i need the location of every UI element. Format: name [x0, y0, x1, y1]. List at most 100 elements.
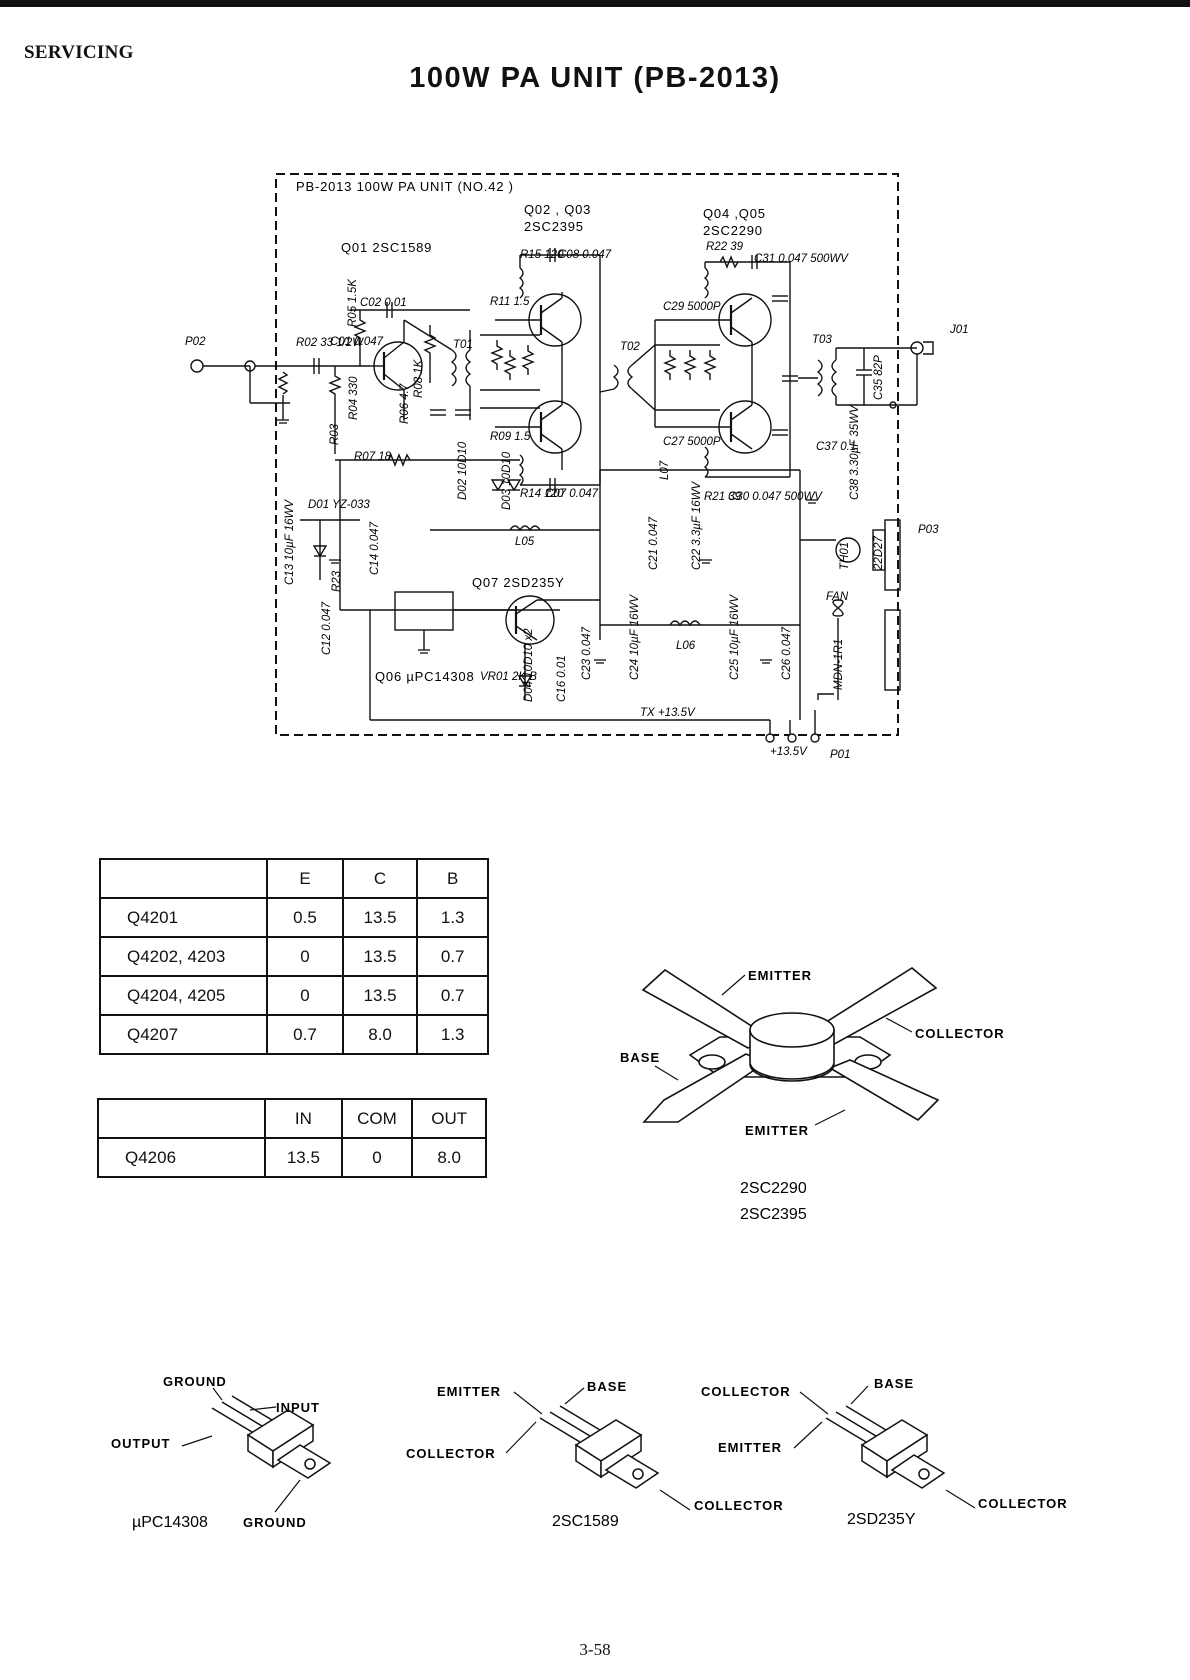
mdn-label: MDN-1R1	[833, 639, 845, 690]
base-label: BASE	[620, 1050, 660, 1065]
table-cell: 0	[266, 975, 344, 1016]
table-cell: 0	[340, 1137, 414, 1178]
c31-label: C31 0.047 500WV	[754, 253, 849, 265]
q02-label: Q02 , Q03	[524, 202, 591, 217]
upc-output-label: OUTPUT	[111, 1436, 170, 1451]
table-header-cell: OUT	[411, 1098, 487, 1139]
q07-label: Q07 2SD235Y	[472, 575, 565, 590]
r04-label: R04 330	[348, 376, 360, 420]
c25-label: C25 10µF 16WV	[729, 594, 741, 680]
table-cell: 13.5	[341, 897, 419, 938]
page-title: 100W PA UNIT (PB-2013)	[409, 62, 781, 94]
c02-label: C02 0.01	[360, 297, 407, 309]
r03-label: R03	[329, 423, 341, 445]
table-header-cell: IN	[264, 1098, 343, 1139]
table-header-cell: C	[341, 858, 419, 899]
d01-label: D01 YZ-033	[308, 499, 370, 511]
table-cell: 13.5	[264, 1137, 343, 1178]
r07-label: R07 18	[354, 451, 392, 463]
upc-ground-tab-label: GROUND	[243, 1515, 307, 1530]
table-row: Q4201 0.5 13.5 1.3	[98, 897, 489, 938]
c37-label: C37 0.1	[816, 441, 856, 453]
c12-label: C12 0.047	[321, 601, 333, 655]
q04-label: Q04 ,Q05	[703, 206, 766, 221]
2sd235y-base-label: BASE	[874, 1376, 914, 1391]
table-row: Q4202, 4203 0 13.5 0.7	[98, 936, 489, 977]
supply-label: +13.5V	[770, 746, 808, 758]
c30-label: C30 0.047 500WV	[728, 491, 823, 503]
p03-label: P03	[918, 524, 939, 536]
r02-label: R02 33 1/2W	[296, 337, 364, 349]
t02-label: T02	[620, 341, 640, 353]
r08-label: R08 1K	[413, 358, 425, 398]
r21-label: R21 39	[704, 491, 742, 503]
upc14308-package-drawing	[211, 1395, 332, 1479]
d04-label: D04 10D10 x2	[523, 628, 535, 702]
c07-label: C07 0.047	[545, 488, 599, 500]
c21-label: C21 0.047	[648, 516, 660, 570]
c29-label: C29 5000P	[663, 301, 721, 313]
regulator-voltage-table: IN COM OUT Q4206 13.5 0 8.0	[96, 1098, 487, 1178]
part-number-upc14308: µPC14308	[132, 1514, 208, 1531]
table-header-row: IN COM OUT	[96, 1098, 487, 1139]
c27-label: C27 5000P	[663, 436, 721, 448]
2sc1589-base-label: BASE	[587, 1379, 627, 1394]
2sc1589-collector-tab-label: COLLECTOR	[694, 1498, 784, 1513]
table-cell: 0.7	[416, 975, 489, 1016]
table-cell: 1.3	[416, 1014, 489, 1055]
c14-label: C14 0.047	[369, 521, 381, 575]
r09-label: R09 1.5	[490, 431, 531, 443]
r14-label: R14 120	[520, 488, 564, 500]
table-cell: Q4207	[98, 1014, 269, 1055]
r22-label: R22 39	[706, 241, 744, 253]
j01-label: J01	[949, 324, 969, 336]
r05-label: R05 1.5K	[347, 278, 359, 327]
table-cell: Q4204, 4205	[98, 975, 269, 1016]
c16-label: C16 0.01	[556, 655, 568, 702]
unit-label: PB-2013 100W PA UNIT (NO.42 )	[296, 179, 514, 194]
c01-label: C01 0.047	[330, 336, 384, 348]
2sc1589-emitter-label: EMITTER	[437, 1384, 501, 1399]
c38-label: C38 3.30µF 35WV	[849, 404, 861, 500]
l06-label: L06	[676, 640, 696, 652]
table-cell: 13.5	[341, 975, 419, 1016]
2sd235y-package-drawing	[825, 1405, 946, 1489]
c24-label: C24 10µF 16WV	[629, 594, 641, 680]
tx-label: TX +13.5V	[640, 707, 696, 719]
2sc1589-package-drawing	[539, 1405, 660, 1489]
emitter-bottom-label: EMITTER	[745, 1123, 809, 1138]
table-header-cell	[96, 1098, 267, 1139]
part-number-2sc2395: 2SC2395	[740, 1206, 807, 1223]
th01-type: 22D27	[873, 536, 885, 571]
table-cell: 0.5	[266, 897, 344, 938]
r11-label: R11 1.5	[490, 296, 530, 308]
c13-label: C13 10µF 16WV	[284, 499, 296, 585]
table-header-cell: E	[266, 858, 344, 899]
table-header-cell: COM	[340, 1098, 414, 1139]
l05-label: L05	[515, 536, 535, 548]
table-cell: Q4206	[96, 1137, 267, 1178]
pa-unit-schematic: PB-2013 100W PA UNIT (NO.42 ) Q01 2SC158…	[185, 173, 969, 761]
q02-type: 2SC2395	[524, 219, 584, 234]
q06-label: Q06 µPC14308	[375, 669, 474, 684]
upc-input-label: INPUT	[276, 1400, 320, 1415]
upc-ground-top-label: GROUND	[163, 1374, 227, 1389]
t03-label: T03	[812, 334, 832, 346]
table-cell: 8.0	[411, 1137, 487, 1178]
table-cell: 13.5	[341, 936, 419, 977]
table-cell: 0.7	[266, 1014, 344, 1055]
2sd235y-emitter-label: EMITTER	[718, 1440, 782, 1455]
r23-label: R23	[331, 570, 343, 592]
top-border	[0, 0, 1190, 7]
table-cell: 0	[266, 936, 344, 977]
t01-label: T01	[453, 339, 473, 351]
r15-label: R15 120	[520, 249, 564, 261]
th01-label: TH01	[839, 542, 851, 570]
table-cell: Q4201	[98, 897, 269, 938]
table-row: Q4207 0.7 8.0 1.3	[98, 1014, 489, 1055]
c08-label: C08 0.047	[558, 249, 612, 261]
p02-label: P02	[185, 336, 206, 348]
table-row: Q4204, 4205 0 13.5 0.7	[98, 975, 489, 1016]
part-number-2sc2290: 2SC2290	[740, 1180, 807, 1197]
table-header-cell	[98, 858, 269, 899]
